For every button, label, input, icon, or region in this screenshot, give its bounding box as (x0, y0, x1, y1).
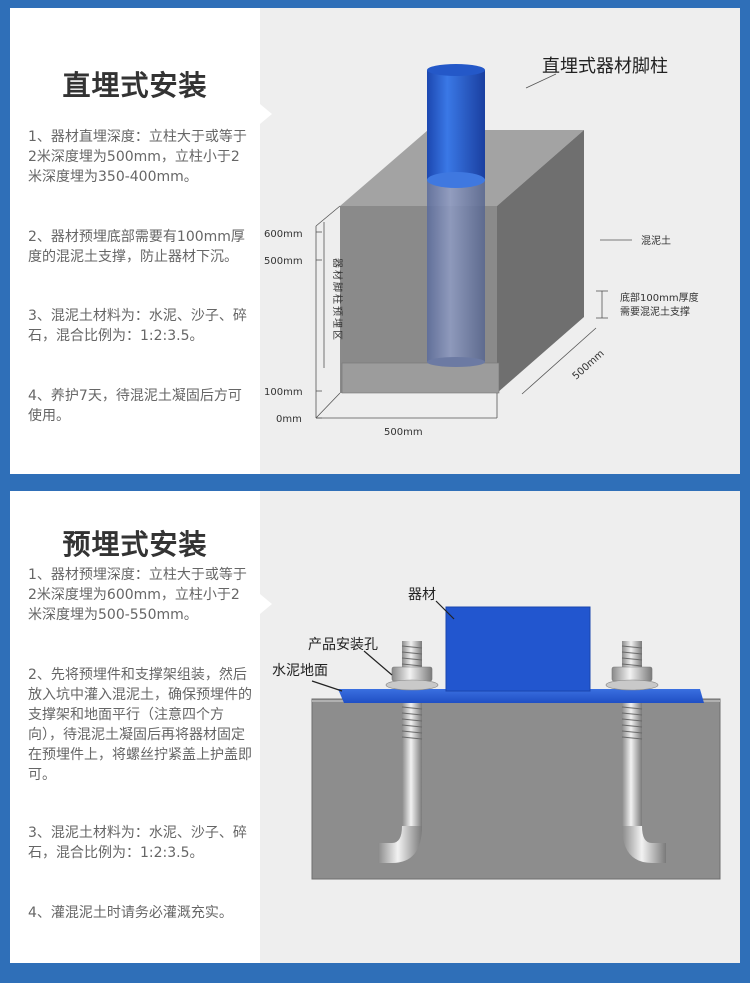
direct-burial-text-column: 直埋式安装 1、器材直埋深度：立柱大于或等于2米深度埋为500mm，立柱小于2米… (10, 8, 260, 474)
direct-burial-illustration: 直埋式器材脚柱 混泥土 底部100mm厚度 需要混泥土支撑 600mm 500m… (264, 56, 699, 438)
top-bolt-left (385, 641, 439, 691)
label-cement-ground: 水泥地面 (272, 663, 328, 679)
tick-600mm: 600mm (264, 229, 303, 240)
width-500mm: 500mm (384, 427, 423, 438)
pre-embedded-text-column: 预埋式安装 1、器材预埋深度：立柱大于或等于2米深度埋为600mm，立柱小于2米… (10, 491, 260, 963)
concrete-base-slab (341, 362, 500, 394)
embedded-bolt-left (378, 701, 423, 863)
buried-pillar (427, 180, 485, 362)
concrete-block-side (497, 130, 584, 393)
base-plate (338, 689, 704, 703)
buried-pillar-bottom (427, 357, 485, 367)
depth-500mm: 500mm (571, 348, 607, 382)
panel1-notch (260, 104, 272, 124)
pre-embedded-diagram: 器材 产品安装孔 水泥地面 (260, 491, 740, 963)
pillar-ground-line (427, 172, 485, 188)
equipment-box (446, 607, 590, 691)
tick-0mm: 0mm (276, 414, 302, 425)
direct-burial-step-1: 1、器材直埋深度：立柱大于或等于2米深度埋为500mm，立柱小于2米深度埋为35… (28, 129, 247, 185)
pre-embedded-step-2: 2、先将预埋件和支撑架组装，然后放入坑中灌入混泥土，确保预埋件的支撑架和地面平行… (28, 667, 252, 783)
pre-embedded-title: 预埋式安装 (62, 528, 208, 561)
callout-leaders (311, 600, 455, 692)
pre-embedded-illustration: 器材 产品安装孔 水泥地面 (272, 587, 721, 880)
label-concrete: 混泥土 (641, 234, 671, 247)
direct-burial-panel: 直埋式安装 1、器材直埋深度：立柱大于或等于2米深度埋为500mm，立柱小于2米… (10, 8, 740, 474)
label-bottom-line-2: 需要混泥土支撑 (620, 305, 690, 318)
embedded-bolt-right (621, 701, 666, 863)
label-equipment: 器材 (408, 587, 436, 603)
direct-burial-title: 直埋式安装 (62, 69, 208, 102)
direct-burial-diagram: 直埋式器材脚柱 混泥土 底部100mm厚度 需要混泥土支撑 600mm 500m… (260, 8, 740, 474)
direct-burial-step-2: 2、器材预埋底部需要有100mm厚度的混泥土支撑，防止器材下沉。 (28, 229, 245, 265)
pre-embedded-panel: 预埋式安装 1、器材预埋深度：立柱大于或等于2米深度埋为600mm，立柱小于2米… (10, 491, 740, 963)
tick-500mm: 500mm (264, 256, 303, 267)
label-bottom-line-1: 底部100mm厚度 (620, 291, 699, 304)
pillar-top (427, 64, 485, 76)
direct-burial-step-4: 4、养护7天，待混泥土凝固后方可使用。 (28, 388, 242, 424)
dimension-lines (315, 73, 632, 419)
tick-100mm: 100mm (264, 387, 303, 398)
label-pillar-zone: 器材脚柱预埋区 (331, 258, 344, 342)
pre-embedded-step-4: 4、灌混泥土时请务必灌溉充实。 (28, 905, 233, 921)
direct-burial-step-3: 3、混泥土材料为：水泥、沙子、碎石，混合比例为：1:2:3.5。 (28, 308, 247, 344)
top-bolt-right (605, 641, 659, 691)
pre-embedded-step-1: 1、器材预埋深度：立柱大于或等于2米深度埋为600mm，立柱小于2米深度埋为50… (28, 567, 247, 623)
label-mounting-hole: 产品安装孔 (308, 637, 378, 653)
pre-embedded-step-3: 3、混泥土材料为：水泥、沙子、碎石，混合比例为：1:2:3.5。 (28, 825, 247, 861)
panel2-notch (260, 594, 272, 614)
callout-title: 直埋式器材脚柱 (542, 56, 668, 77)
pillar-above-ground (427, 70, 485, 180)
